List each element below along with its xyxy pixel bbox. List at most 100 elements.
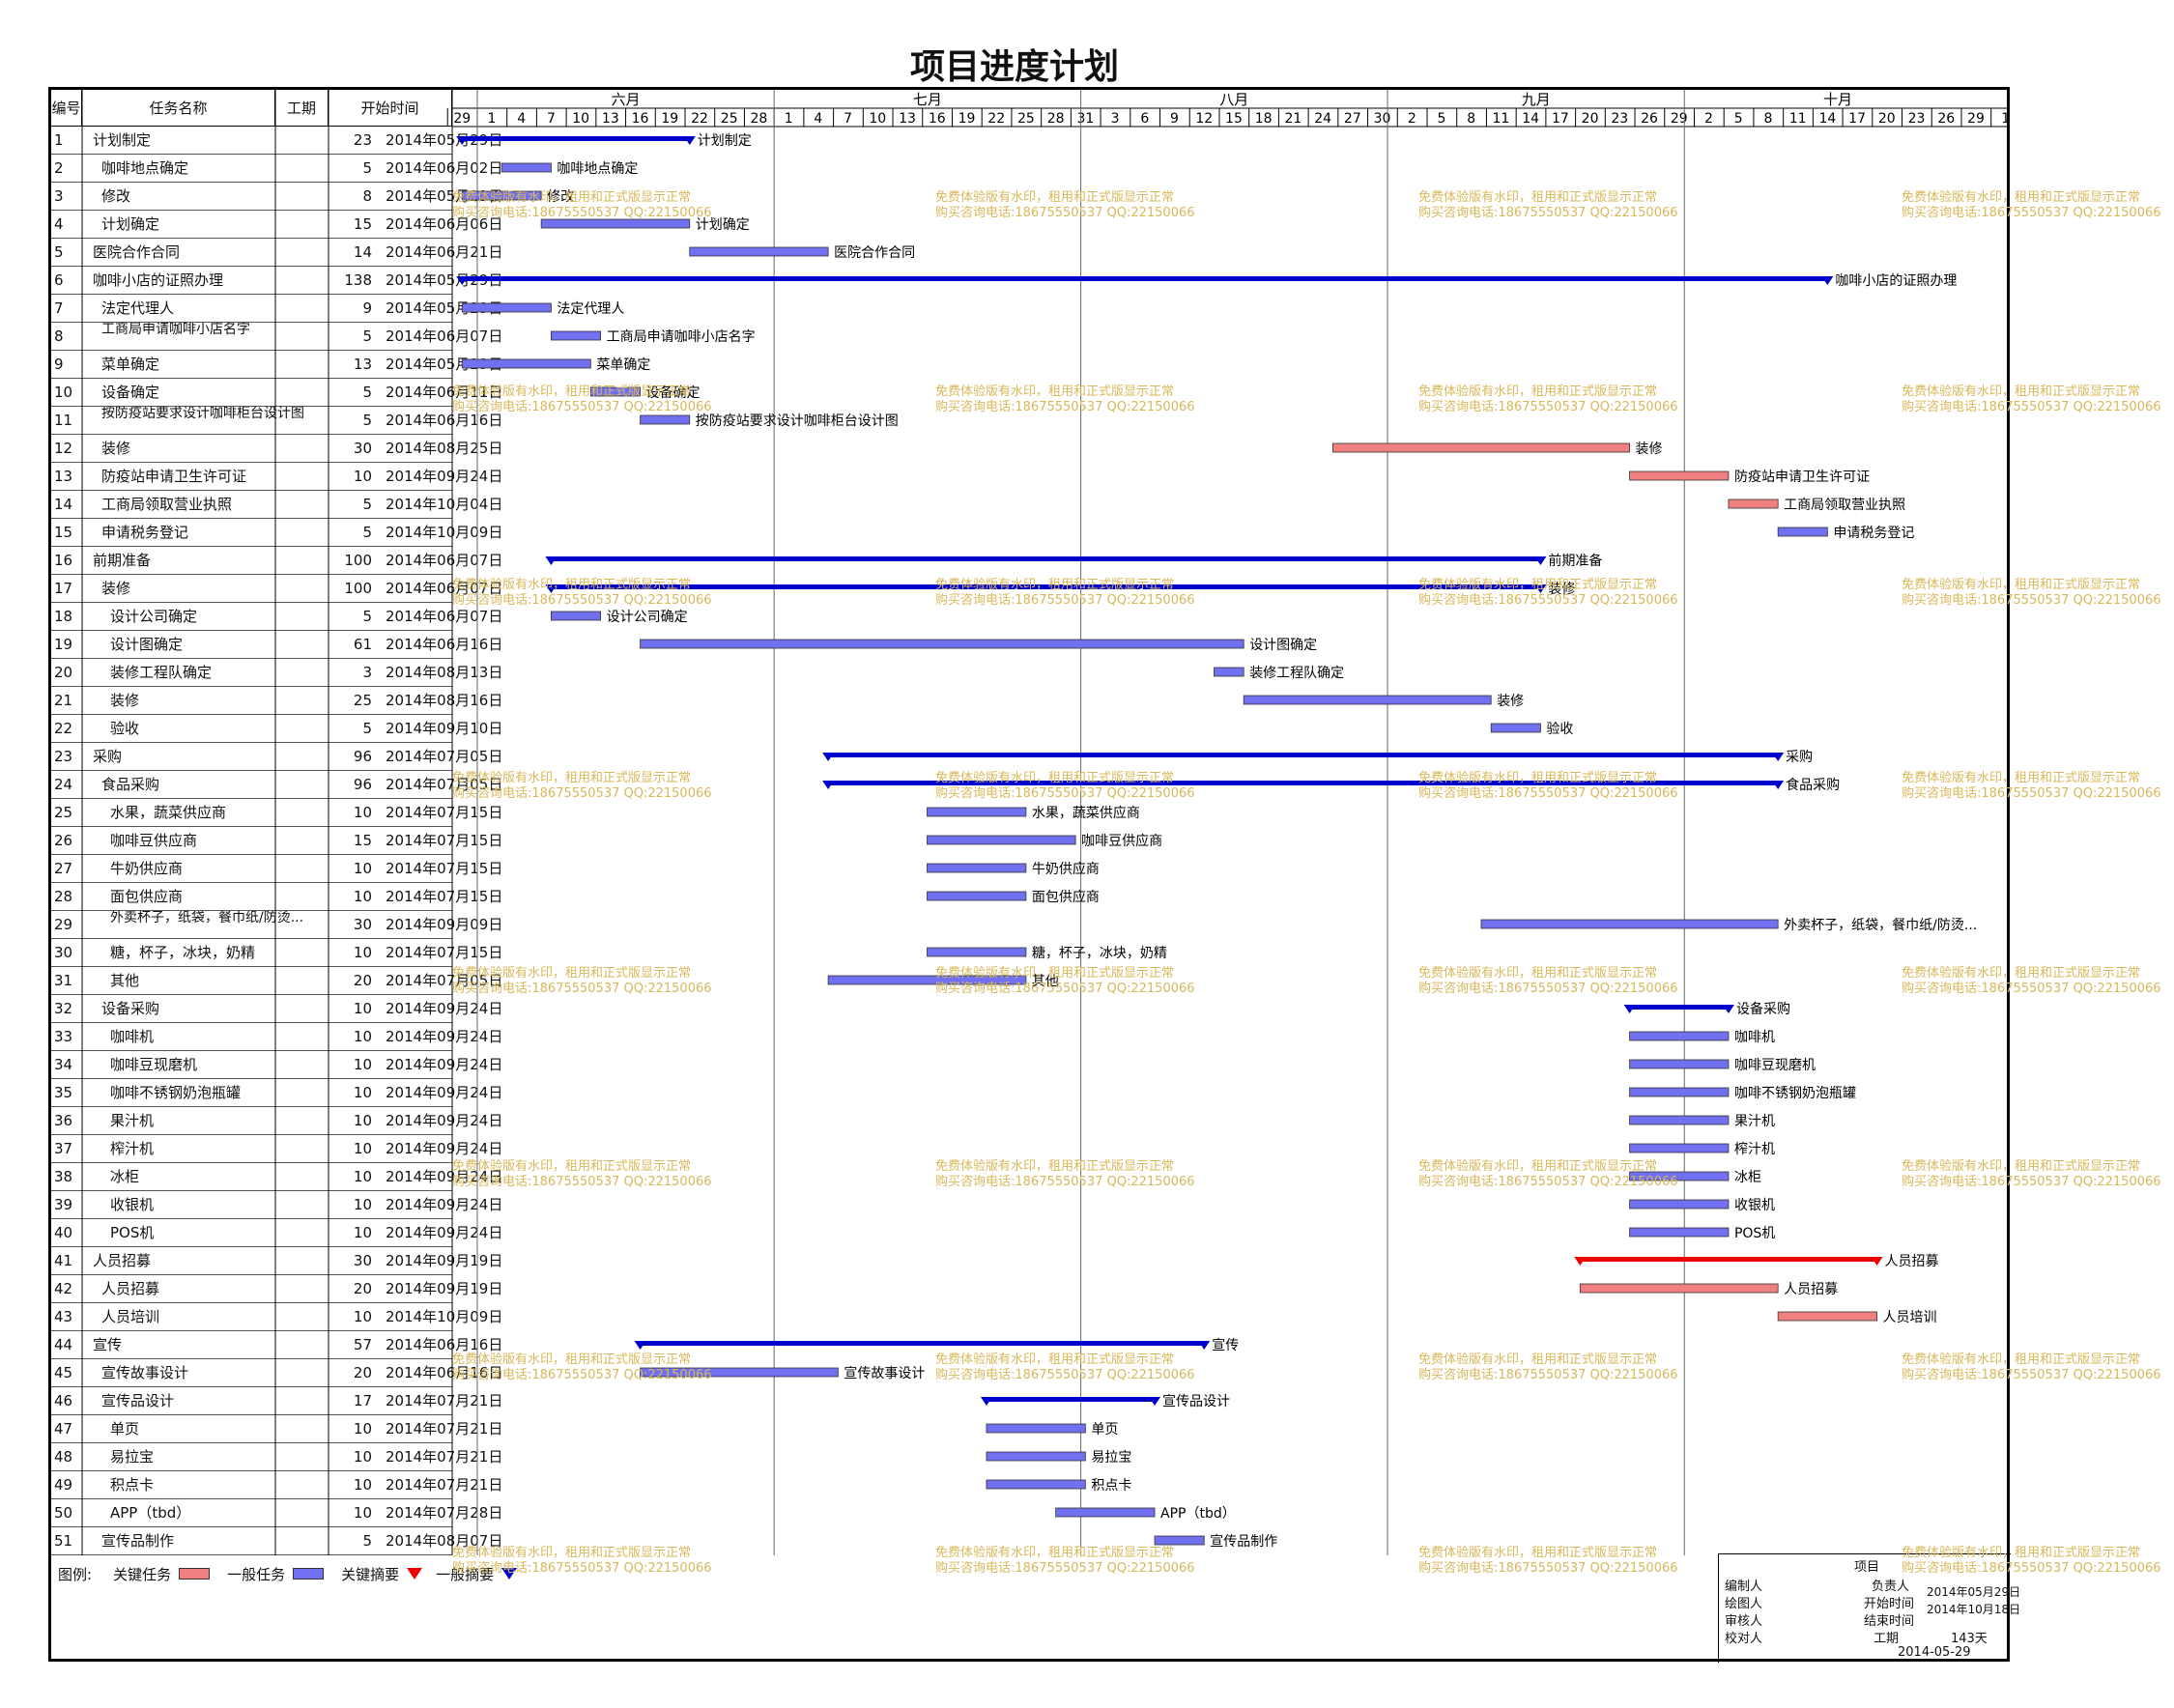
task-name: 其他: [110, 972, 140, 989]
timeline-tick-label: 10: [572, 111, 589, 127]
timeline-tick-label: 3: [1111, 111, 1120, 127]
summary-start-marker: [822, 753, 835, 761]
task-name: 设计图确定: [110, 636, 184, 653]
info-duration-value: 143天: [1951, 1632, 1988, 1646]
task-duration: 10: [353, 1028, 372, 1045]
task-bar-label: 菜单确定: [596, 357, 650, 373]
timeline-tick-label: 17: [1552, 111, 1569, 127]
task-name: 修改: [101, 187, 131, 205]
task-id: 48: [54, 1448, 73, 1466]
task-start: 2014年06月07日: [386, 552, 503, 569]
summary-end-marker: [1198, 1341, 1211, 1350]
task-bar-label: 单页: [1091, 1422, 1118, 1438]
task-start: 2014年07月05日: [386, 776, 503, 793]
task-bar-label: 人员招募: [1784, 1282, 1838, 1297]
task-bar-label: 设备采购: [1736, 1001, 1790, 1017]
task-duration: 5: [362, 1532, 372, 1550]
timeline-tick-label: 29: [1967, 111, 1985, 127]
task-duration: 10: [353, 468, 372, 485]
task-id: 2: [54, 159, 64, 177]
timeline-tick-label: 16: [632, 111, 649, 127]
task-name: 宣传: [93, 1336, 123, 1353]
task-duration: 10: [353, 1448, 372, 1466]
task-start: 2014年10月09日: [386, 524, 503, 541]
task-start: 2014年08月13日: [386, 664, 503, 681]
task-name: 菜单确定: [101, 356, 160, 373]
task-name: 按防疫站要求设计咖啡柜台设计图: [101, 407, 304, 421]
task-bar: [1480, 919, 1779, 929]
task-bar: [1055, 1507, 1156, 1518]
task-name: 面包供应商: [110, 888, 184, 905]
task-id: 34: [54, 1056, 73, 1073]
task-start: 2014年05月29日: [386, 271, 503, 289]
task-id: 11: [54, 412, 73, 429]
task-bar: [589, 386, 641, 397]
timeline-tick-label: 11: [1789, 111, 1807, 127]
task-id: 16: [54, 552, 73, 569]
task-start: 2014年09月24日: [386, 1056, 503, 1073]
timeline-tick-label: 19: [661, 111, 678, 127]
task-start: 2014年09月10日: [386, 720, 503, 737]
summary-bar: [828, 753, 1779, 757]
summary-start-marker: [545, 584, 558, 593]
task-name: 人员招募: [101, 1280, 160, 1297]
task-id: 17: [54, 580, 73, 597]
task-name: 宣传品制作: [101, 1532, 175, 1550]
task-id: 8: [54, 327, 64, 345]
task-start: 2014年07月05日: [386, 972, 503, 989]
task-bar-label: 装修: [1548, 582, 1575, 597]
task-id: 7: [54, 299, 64, 317]
summary-start-marker: [1574, 1257, 1587, 1266]
task-id: 5: [54, 243, 64, 261]
task-name: 设备采购: [101, 1000, 160, 1017]
summary-start-marker: [822, 781, 835, 789]
task-bar-label: 工商局领取营业执照: [1784, 498, 1905, 513]
task-bar: [1214, 667, 1244, 677]
summary-start-marker: [456, 276, 469, 285]
task-name: 人员培训: [101, 1308, 160, 1325]
task-bar-label: 装修: [1636, 441, 1663, 457]
task-id: 43: [54, 1308, 73, 1325]
task-bar-label: 设计图确定: [1249, 638, 1317, 653]
task-duration: 10: [353, 1084, 372, 1101]
summary-end-marker: [683, 136, 696, 145]
task-id: 20: [54, 664, 73, 681]
summary-end-marker: [1149, 1397, 1161, 1406]
info-checker: 校对人: [1725, 1632, 1763, 1646]
task-name: 咖啡不锈钢奶泡瓶罐: [110, 1084, 242, 1101]
task-bar: [927, 807, 1027, 817]
task-id: 13: [54, 468, 73, 485]
task-bar: [927, 891, 1027, 901]
task-bar: [1243, 695, 1492, 705]
task-bar: [1154, 1535, 1205, 1546]
timeline-month-label: 七月: [913, 91, 942, 108]
task-bar-label: 其他: [1032, 974, 1059, 989]
summary-end-marker: [1821, 276, 1834, 285]
task-id: 21: [54, 692, 73, 709]
timeline-tick-label: 21: [1284, 111, 1302, 127]
timeline-tick-label: 1: [785, 111, 793, 127]
timeline-tick-label: 15: [1225, 111, 1243, 127]
task-name: 计划确定: [101, 215, 160, 233]
task-id: 51: [54, 1532, 73, 1550]
timeline-tick-label: 8: [1763, 111, 1772, 127]
task-name: 前期准备: [93, 552, 152, 569]
task-id: 49: [54, 1476, 73, 1494]
task-bar-label: 宣传故事设计: [844, 1366, 925, 1381]
task-start: 2014年09月24日: [386, 1224, 503, 1241]
task-name: 工商局领取营业执照: [101, 496, 233, 513]
task-id: 19: [54, 636, 73, 653]
timeline-tick-label: 31: [1076, 111, 1094, 127]
task-id: 27: [54, 860, 73, 877]
